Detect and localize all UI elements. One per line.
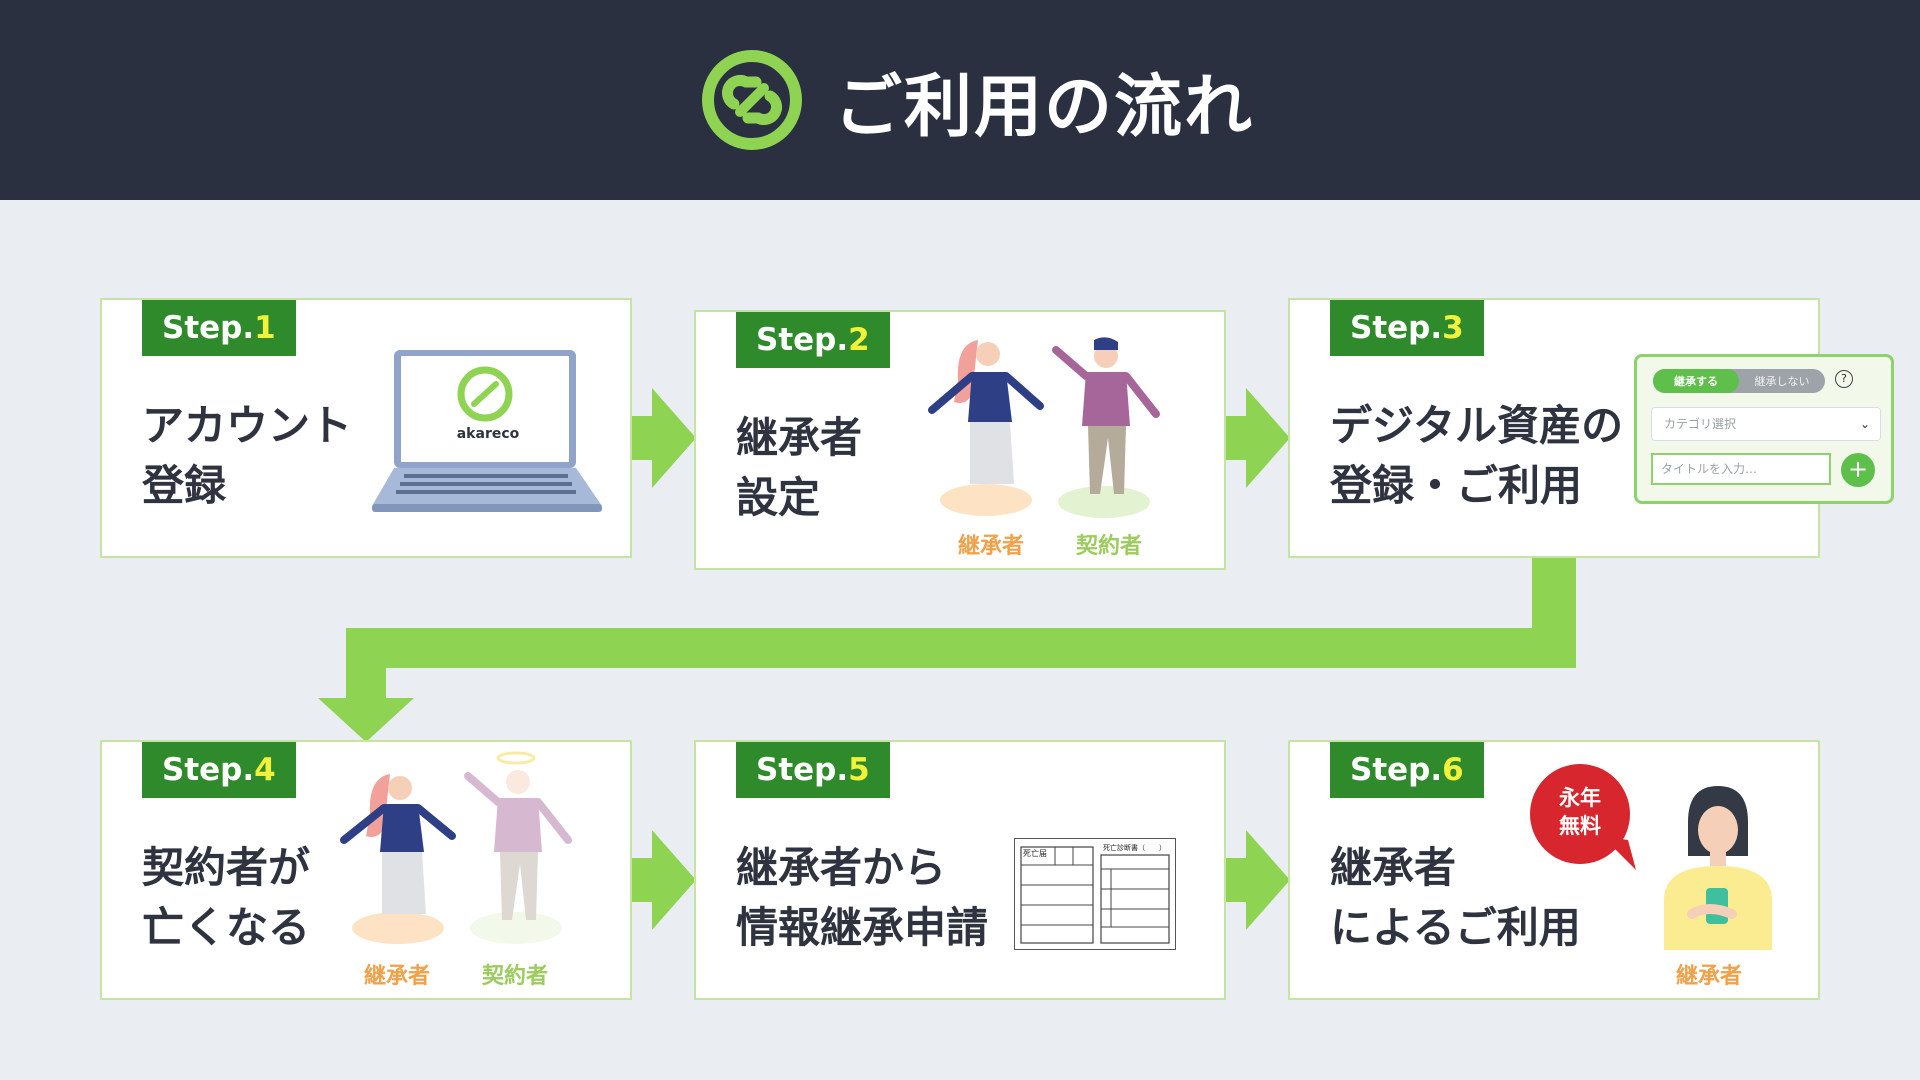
arrow-right-icon (606, 388, 696, 488)
category-select[interactable]: カテゴリ選択⌄ (1651, 407, 1881, 441)
step-badge: Step.2 (736, 312, 890, 368)
asset-form-mockup: 継承する 継承しない ? カテゴリ選択⌄ タイトルを入力… + (1634, 354, 1894, 504)
step-title: 継承者 によるご利用 (1330, 843, 1581, 952)
arrow-down-left-connector-icon (318, 536, 1576, 742)
header: ご利用の流れ (0, 0, 1920, 200)
step-badge: Step.4 (142, 742, 296, 798)
heir-caption: 継承者 (1676, 964, 1743, 989)
laptop-brand-label: akareco (456, 426, 520, 442)
heir-with-phone-icon (1664, 786, 1772, 950)
free-forever-bubble: 永年 無料 (1530, 764, 1630, 864)
step-title: アカウント 登録 (142, 401, 353, 510)
contractor-caption: 契約者 (1076, 534, 1143, 559)
inherit-toggle[interactable]: 継承する 継承しない (1653, 369, 1825, 393)
arrow-right-icon (1200, 388, 1290, 488)
page-title: ご利用の流れ (834, 67, 1255, 147)
heir-person-icon (928, 340, 1044, 516)
help-icon[interactable]: ? (1835, 370, 1853, 388)
step-badge: Step.5 (736, 742, 890, 798)
laptop-icon (372, 350, 602, 512)
step-4-card: Step.4 契約者が 亡くなる 継承者 契約者 (100, 740, 632, 1000)
form-left-label: 死亡届 (1023, 849, 1047, 858)
form-right-label: 死亡診断書（ ） (1103, 844, 1166, 852)
step-badge: Step.1 (142, 300, 296, 356)
step-title: 継承者から 情報継承申請 (736, 843, 989, 952)
arrow-right-icon (1200, 830, 1290, 930)
arrow-right-icon (606, 830, 696, 930)
step-badge: Step.3 (1330, 300, 1484, 356)
title-input[interactable]: タイトルを入力… (1651, 453, 1831, 485)
akareco-logo-icon (702, 50, 802, 150)
toggle-on-label[interactable]: 継承する (1653, 369, 1739, 393)
deceased-contractor-icon (464, 751, 572, 944)
step-title: 契約者が 亡くなる (142, 843, 311, 952)
add-button[interactable]: + (1841, 453, 1875, 487)
heir-caption: 継承者 (364, 964, 431, 989)
step-5-card: Step.5 継承者から 情報継承申請 死亡届 死亡診断書（ ） (694, 740, 1226, 1000)
step-2-card: Step.2 継承者 設定 継承者 契約者 (694, 310, 1226, 570)
death-certificate-form-icon: 死亡届 死亡診断書（ ） (1014, 838, 1176, 950)
header-inner: ご利用の流れ (700, 48, 1254, 152)
chevron-down-icon: ⌄ (1859, 417, 1870, 431)
step-badge: Step.6 (1330, 742, 1484, 798)
heir-person-icon (340, 774, 456, 944)
step-title: デジタル資産の 登録・ご利用 (1330, 401, 1624, 510)
contractor-caption: 契約者 (482, 964, 549, 989)
heir-caption: 継承者 (958, 534, 1025, 559)
step-1-card: Step.1 アカウント 登録 akareco (100, 298, 632, 558)
toggle-off-label[interactable]: 継承しない (1754, 375, 1810, 388)
step-title: 継承者 設定 (736, 413, 863, 522)
contractor-person-icon (1052, 337, 1160, 518)
